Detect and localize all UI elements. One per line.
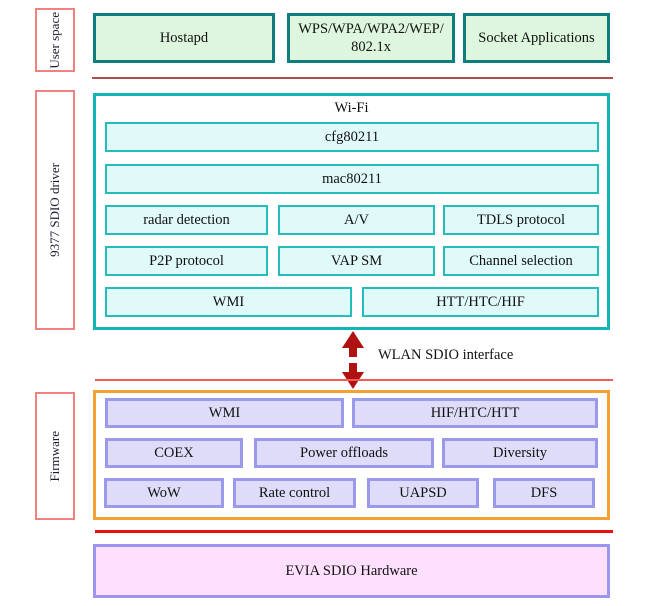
hardware-separator bbox=[95, 530, 613, 533]
sdio-driver-label-text: 9377 SDIO driver bbox=[47, 163, 62, 257]
rate-control-box: Rate control bbox=[233, 478, 356, 508]
tdls-protocol-box: TDLS protocol bbox=[443, 205, 599, 235]
cfg80211-box: cfg80211 bbox=[105, 122, 599, 152]
av-box: A/V bbox=[278, 205, 435, 235]
wmi-driver-box: WMI bbox=[105, 287, 352, 317]
p2p-protocol-box: P2P protocol bbox=[105, 246, 268, 276]
dfs-box: DFS bbox=[493, 478, 595, 508]
wlan-sdio-interface-label: WLAN SDIO interface bbox=[378, 347, 514, 363]
sdio-interface-arrow-icon bbox=[342, 331, 364, 389]
user-space-separator bbox=[92, 77, 613, 79]
socket-applications-box: Socket Applications bbox=[463, 13, 610, 63]
firmware-label-text: Firmware bbox=[47, 430, 62, 482]
uapsd-box: UAPSD bbox=[367, 478, 479, 508]
diversity-box: Diversity bbox=[442, 438, 598, 468]
wifi-title: Wi-Fi bbox=[334, 100, 369, 116]
firmware-label: Firmware bbox=[35, 392, 75, 520]
wow-box: WoW bbox=[104, 478, 224, 508]
wmi-firmware-box: WMI bbox=[105, 398, 344, 428]
coex-box: COEX bbox=[105, 438, 243, 468]
radar-detection-box: radar detection bbox=[105, 205, 268, 235]
htt-htc-hif-box: HTT/HTC/HIF bbox=[362, 287, 599, 317]
power-offloads-box: Power offloads bbox=[254, 438, 434, 468]
interface-line bbox=[95, 379, 613, 381]
channel-selection-box: Channel selection bbox=[443, 246, 599, 276]
hostapd-box: Hostapd bbox=[93, 13, 275, 63]
vap-sm-box: VAP SM bbox=[278, 246, 435, 276]
user-space-label: User space bbox=[35, 8, 75, 72]
mac80211-box: mac80211 bbox=[105, 164, 599, 194]
user-space-label-text: User space bbox=[47, 11, 62, 69]
sdio-driver-label: 9377 SDIO driver bbox=[35, 90, 75, 330]
evia-sdio-hardware-box: EVIA SDIO Hardware bbox=[93, 544, 610, 598]
hif-htc-htt-box: HIF/HTC/HTT bbox=[352, 398, 598, 428]
wps-wpa-box: WPS/WPA/WPA2/WEP/802.1x bbox=[287, 13, 455, 63]
